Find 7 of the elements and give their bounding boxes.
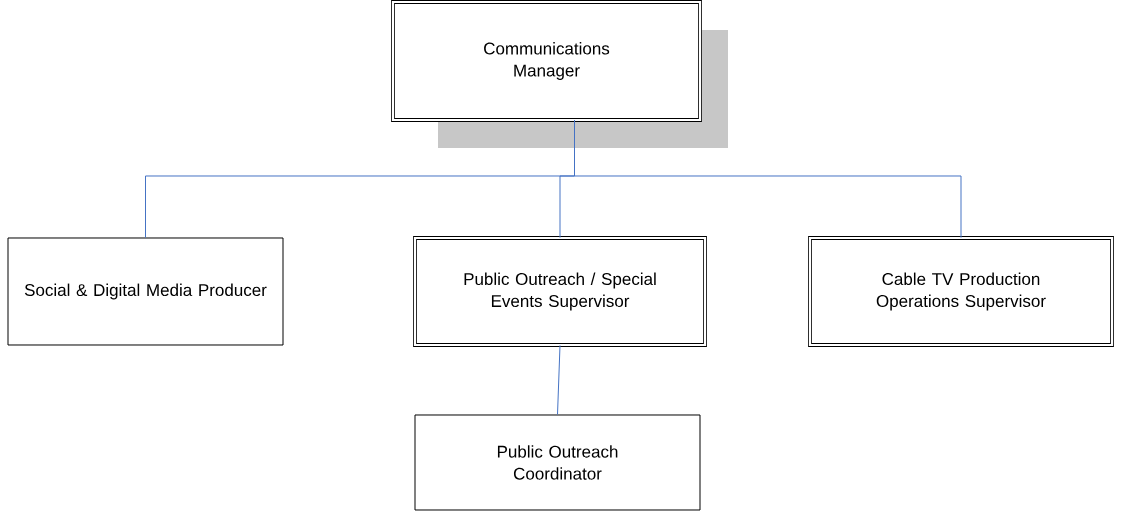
connector-line <box>557 344 561 415</box>
connector-line <box>574 119 962 239</box>
position-box: Cable TV Production Operations Supervisor <box>808 236 1114 347</box>
position-box: Public Outreach / Special Events Supervisor <box>413 236 707 347</box>
position-box: Public Outreach Coordinator <box>414 414 701 511</box>
position-box: Social & Digital Media Producer <box>7 237 284 346</box>
position-box: Communications Manager <box>391 0 702 122</box>
